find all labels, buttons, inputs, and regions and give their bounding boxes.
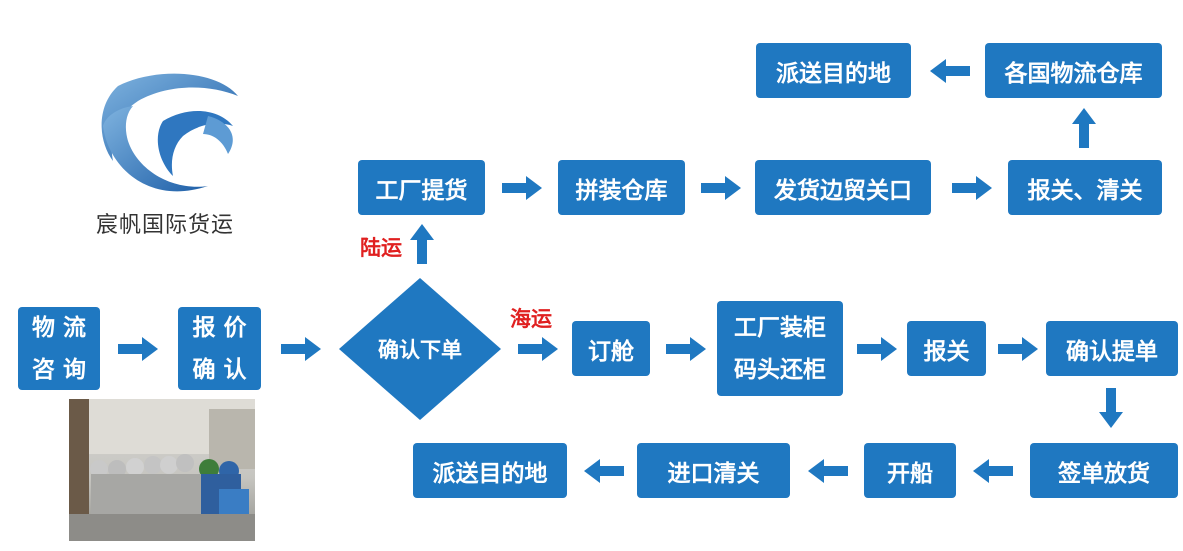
container-loading-box: 工厂装柜 码头还柜 [717,301,843,396]
quote-line1: 报 价 [192,314,247,341]
arrow-down-icon [1099,388,1123,428]
arrow-left-icon [808,459,848,483]
consolidation-warehouse-box: 拼装仓库 [558,160,685,215]
factory-pickup-box: 工厂提货 [358,160,485,215]
land-route-label: 陆运 [360,236,402,260]
arrow-right-icon [502,176,542,200]
overseas-warehouse-box: 各国物流仓库 [985,43,1162,98]
arrow-right-icon [118,337,158,361]
quote-line2: 确 认 [192,356,247,383]
arrow-left-icon [584,459,624,483]
arrow-up-icon [1072,108,1096,148]
arrow-right-icon [518,337,558,361]
consult-line2: 咨 询 [31,356,86,383]
loading-line1: 工厂装柜 [734,314,826,341]
bl-confirm-box: 确认提单 [1046,321,1178,376]
arrow-left-icon [973,459,1013,483]
consult-line1: 物 流 [31,314,86,341]
sea-delivery-box: 派送目的地 [413,443,567,498]
arrow-right-icon [666,337,706,361]
company-name: 宸帆国际货运 [95,213,234,238]
loading-line2: 码头还柜 [734,356,826,383]
warehouse-photo [69,399,255,541]
quote-confirm-box: 报 价 确 认 [178,307,261,390]
arrow-right-icon [281,337,321,361]
sailing-box: 开船 [864,443,956,498]
arrow-right-icon [701,176,741,200]
arrow-right-icon [952,176,992,200]
export-declare-box: 报关 [907,321,986,376]
customs-clearance-box: 报关、清关 [1008,160,1162,215]
arrow-right-icon [857,337,897,361]
confirm-order-diamond: 确认下单 [339,278,501,420]
booking-box: 订舱 [572,321,650,376]
arrow-left-icon [930,59,970,83]
sea-route-label: 海运 [510,307,552,331]
import-clearance-box: 进口清关 [637,443,790,498]
land-delivery-box: 派送目的地 [756,43,911,98]
arrow-right-icon [998,337,1038,361]
logistics-consult-box: 物 流 咨 询 [18,307,100,390]
arrow-up-icon [410,224,434,264]
confirm-order-label: 确认下单 [378,338,462,362]
release-box: 签单放货 [1030,443,1178,498]
border-port-box: 发货边贸关口 [755,160,931,215]
company-logo-icon [101,73,238,192]
